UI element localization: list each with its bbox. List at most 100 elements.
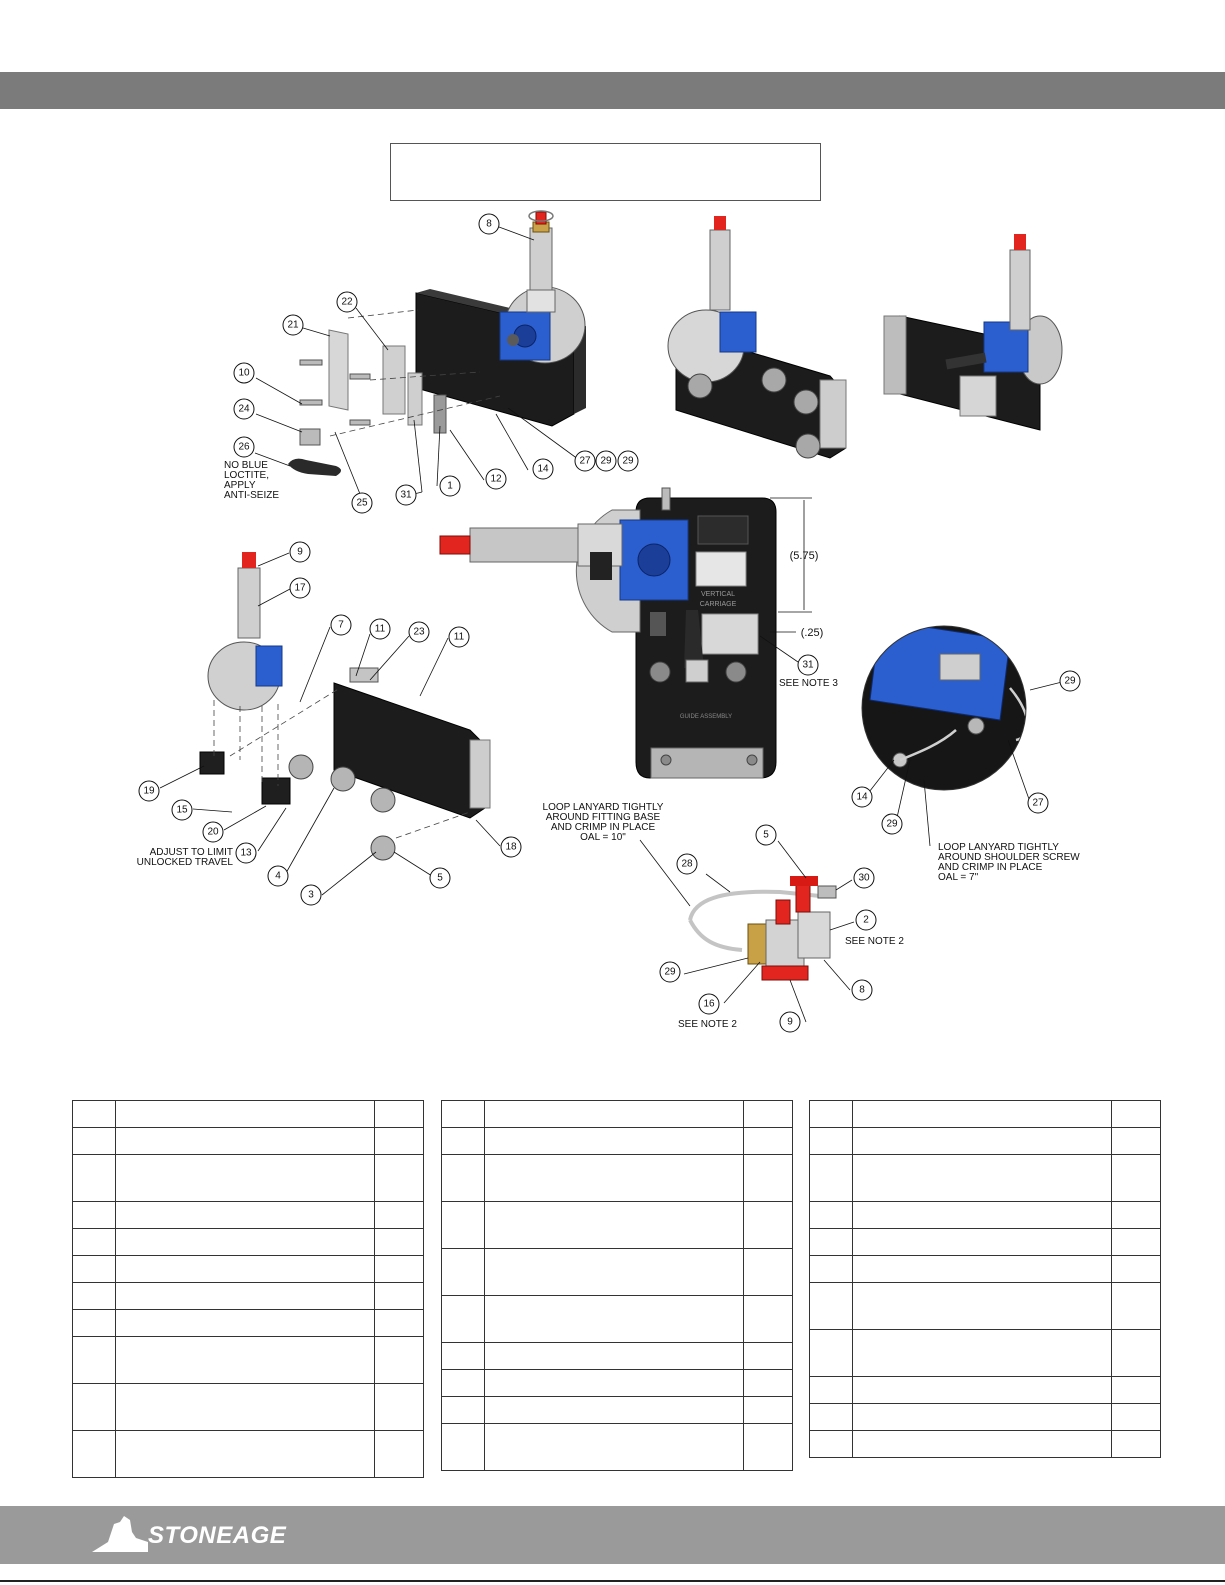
- callout-bubble: 15: [171, 799, 193, 821]
- callout-bubble: 7: [330, 614, 352, 636]
- table-row: [72, 1430, 424, 1478]
- svg-text:27: 27: [579, 456, 591, 467]
- callout-bubble: 29: [659, 961, 681, 983]
- svg-text:14: 14: [537, 464, 549, 475]
- detail-view-lanyard: [861, 625, 1027, 791]
- front-view-center: VERTICAL CARRIAGE GUIDE ASSEMBLY (5.75) …: [439, 487, 824, 779]
- assembled-view-top-middle: [667, 216, 847, 459]
- table-row: [72, 1100, 424, 1128]
- callout-bubble: 8: [478, 213, 500, 235]
- svg-text:25: 25: [356, 498, 368, 509]
- callout-bubble: 5: [755, 824, 777, 846]
- table-row: [809, 1154, 1161, 1202]
- svg-text:14: 14: [856, 792, 868, 803]
- table-row: [72, 1309, 424, 1337]
- note-loop-shoulder-line2: AROUND SHOULDER SCREW: [938, 852, 1080, 863]
- callout-bubble: 8: [851, 979, 873, 1001]
- callout-bubble: 23: [408, 621, 430, 643]
- note-labels: NO BLUE LOCTITE, APPLY ANTI-SEIZE ADJUST…: [137, 460, 1081, 1030]
- svg-text:7: 7: [338, 620, 344, 631]
- callout-bubble: 11: [369, 618, 391, 640]
- callout-bubble: 4: [267, 865, 289, 887]
- svg-text:27: 27: [1032, 798, 1044, 809]
- callout-bubble: 29: [1059, 670, 1081, 692]
- table-row: [809, 1127, 1161, 1155]
- exploded-assembly-drawing: VERTICAL CARRIAGE GUIDE ASSEMBLY (5.75) …: [137, 210, 1081, 1033]
- table-row: [72, 1255, 424, 1283]
- callout-bubble: 17: [289, 577, 311, 599]
- table-row: [809, 1228, 1161, 1256]
- svg-text:2: 2: [863, 915, 869, 926]
- callout-bubble: 20: [202, 821, 224, 843]
- table-row: [72, 1201, 424, 1229]
- svg-text:12: 12: [490, 474, 502, 485]
- table-row: [441, 1127, 793, 1155]
- svg-text:17: 17: [294, 583, 306, 594]
- table-row: [441, 1342, 793, 1370]
- svg-text:19: 19: [143, 786, 155, 797]
- table-row: [441, 1396, 793, 1424]
- svg-text:15: 15: [176, 805, 188, 816]
- svg-text:11: 11: [454, 632, 465, 643]
- callout-bubble: 27: [1027, 792, 1049, 814]
- callout-bubble: 24: [233, 398, 255, 420]
- svg-text:8: 8: [486, 219, 492, 230]
- callout-bubble: 26: [233, 436, 255, 458]
- table-row: [809, 1282, 1161, 1330]
- svg-text:4: 4: [275, 871, 281, 882]
- table-row: [72, 1383, 424, 1431]
- callout-bubble: 30: [853, 867, 875, 889]
- svg-text:23: 23: [413, 627, 425, 638]
- callout-bubble: 14: [532, 458, 554, 480]
- svg-text:29: 29: [886, 819, 898, 830]
- parts-table-left: [72, 1100, 424, 1478]
- note-loop-shoulder-line3: AND CRIMP IN PLACE: [938, 862, 1043, 873]
- table-row: [441, 1248, 793, 1296]
- note-adjust-line1: ADJUST TO LIMIT: [150, 847, 233, 858]
- table-row: [809, 1255, 1161, 1283]
- callout-bubble: 2: [855, 909, 877, 931]
- svg-text:5: 5: [763, 830, 769, 841]
- brand-logo: STONEAGE: [90, 1512, 310, 1556]
- callout-bubble: 31: [797, 654, 819, 676]
- table-row: [441, 1295, 793, 1343]
- footer-bar: [0, 1506, 1225, 1564]
- callout-bubble: 1: [439, 475, 461, 497]
- note-loop-shoulder-line1: LOOP LANYARD TIGHTLY: [938, 842, 1059, 853]
- exploded-view-top-left: [288, 210, 586, 476]
- svg-text:31: 31: [400, 490, 412, 501]
- svg-text:29: 29: [622, 456, 634, 467]
- table-row: [441, 1201, 793, 1249]
- parts-table-right: [809, 1100, 1161, 1458]
- callout-bubble: 14: [851, 786, 873, 808]
- svg-text:29: 29: [1064, 676, 1076, 687]
- svg-text:3: 3: [308, 890, 314, 901]
- svg-text:11: 11: [375, 624, 386, 635]
- table-row: [72, 1154, 424, 1202]
- callout-bubble: 10: [233, 362, 255, 384]
- panel-label-guide: GUIDE ASSEMBLY: [680, 714, 732, 720]
- table-row: [809, 1201, 1161, 1229]
- dimension-offset: (.25): [801, 627, 824, 639]
- svg-text:8: 8: [859, 985, 865, 996]
- leader-lines: [159, 226, 1063, 1023]
- callout-bubble: 22: [336, 291, 358, 313]
- svg-text:28: 28: [681, 859, 693, 870]
- dimension-height: (5.75): [790, 550, 819, 562]
- table-row: [809, 1100, 1161, 1128]
- callout-bubble: 31: [395, 484, 417, 506]
- table-row: [809, 1430, 1161, 1458]
- parts-table-middle: [441, 1100, 793, 1471]
- callout-bubble: 25: [351, 492, 373, 514]
- note-adjust-line2: UNLOCKED TRAVEL: [137, 857, 234, 868]
- table-row: [441, 1154, 793, 1202]
- callout-bubble: 9: [289, 541, 311, 563]
- note-see-note-3: SEE NOTE 3: [779, 678, 838, 689]
- note-loop-shoulder-line4: OAL = 7": [938, 872, 979, 883]
- svg-text:30: 30: [858, 873, 870, 884]
- svg-text:20: 20: [207, 827, 219, 838]
- bottom-rule: [0, 1580, 1225, 1582]
- svg-text:1: 1: [447, 481, 453, 492]
- table-row: [72, 1127, 424, 1155]
- fitting-assembly: [688, 876, 837, 981]
